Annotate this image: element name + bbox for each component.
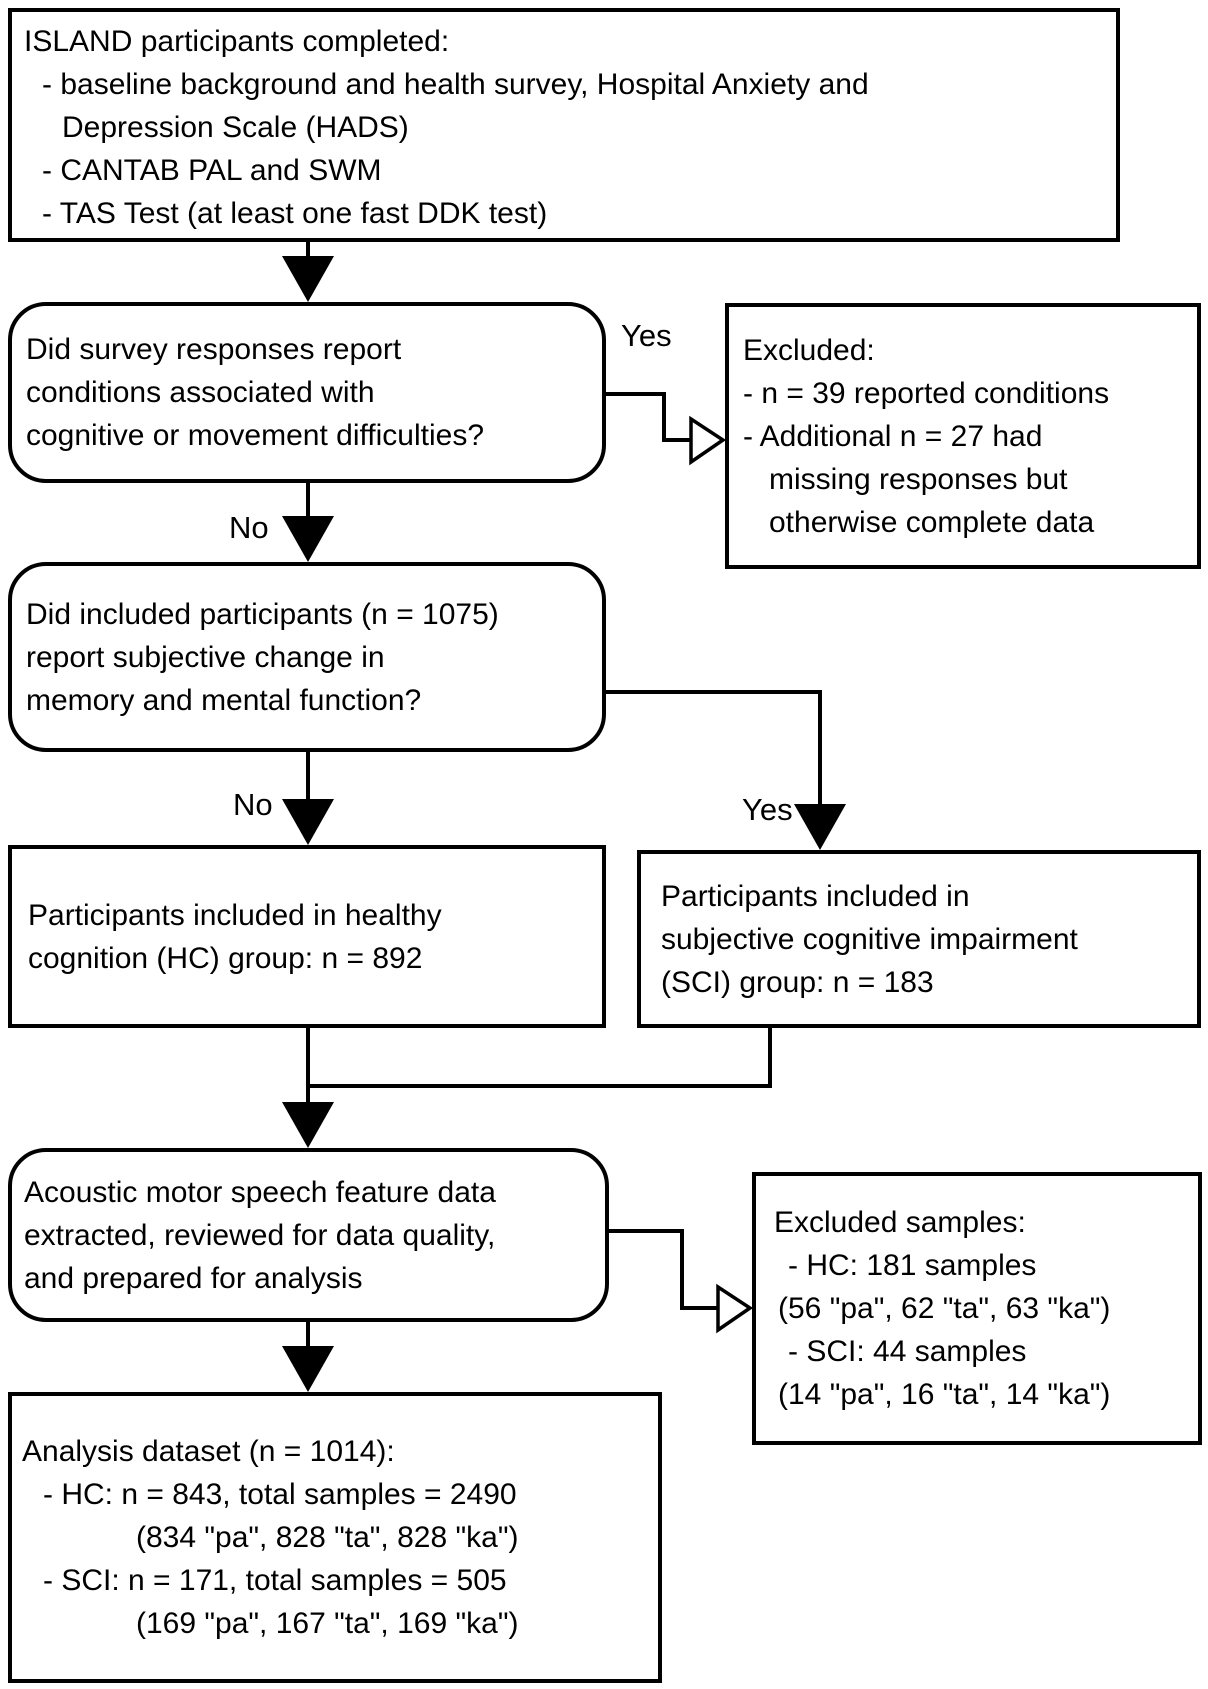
sci-line: Participants included in — [661, 879, 970, 913]
decision-line: conditions associated with — [26, 376, 375, 409]
sci-line: subjective cognitive impairment — [661, 922, 1078, 956]
hc-line: cognition (HC) group: n = 892 — [28, 941, 423, 975]
acoustic-line: Acoustic motor speech feature data — [24, 1175, 496, 1209]
excluded-samples-box: Excluded samples: - HC: 181 samples (56 … — [752, 1172, 1202, 1445]
arrow-merge-to-acoustic — [282, 1026, 772, 1148]
island-line: - baseline background and health survey,… — [42, 68, 869, 101]
edge-label-no-conditions: No — [229, 510, 269, 545]
decision-line: cognitive or movement difficulties? — [26, 419, 484, 452]
decision-line: Did included participants (n = 1075) — [26, 597, 499, 631]
survey-conditions-decision-box: Did survey responses report conditions a… — [8, 302, 606, 483]
sci-line: (SCI) group: n = 183 — [661, 965, 934, 999]
island-line: Depression Scale (HADS) — [62, 111, 409, 144]
edge-label-yes-subjective: Yes — [742, 792, 793, 827]
excluded-samples-line: (56 "pa", 62 "ta", 63 "ka") — [778, 1292, 1111, 1325]
excluded-line: - Additional n = 27 had — [743, 419, 1043, 453]
edge-label-no-subjective: No — [233, 787, 273, 822]
excluded-samples-line: Excluded samples: — [774, 1206, 1026, 1239]
excluded-line: otherwise complete data — [769, 505, 1095, 539]
acoustic-processing-box: Acoustic motor speech feature data extra… — [8, 1148, 609, 1322]
arrow-yes-to-excluded-conditions — [602, 392, 727, 466]
excluded-line: Excluded: — [743, 333, 875, 367]
arrow-acoustic-to-excluded-samples — [607, 1229, 754, 1334]
hc-group-box: Participants included in healthy cogniti… — [8, 845, 606, 1028]
analysis-line: - HC: n = 843, total samples = 2490 — [43, 1478, 517, 1511]
island-line: ISLAND participants completed: — [24, 25, 450, 58]
excluded-samples-line: - HC: 181 samples — [788, 1249, 1037, 1282]
analysis-line: Analysis dataset (n = 1014): — [22, 1435, 395, 1468]
decision-line: report subjective change in — [26, 640, 385, 674]
analysis-dataset-box: Analysis dataset (n = 1014): - HC: n = 8… — [8, 1392, 662, 1683]
decision-line: memory and mental function? — [26, 683, 422, 717]
arrow-acoustic-to-analysis — [282, 1320, 334, 1392]
hc-line: Participants included in healthy — [28, 898, 442, 932]
arrow-no-to-hc-group — [282, 752, 334, 845]
island-line: - CANTAB PAL and SWM — [42, 154, 382, 187]
arrow-island-to-decision-conditions — [282, 240, 334, 302]
edge-label-yes-conditions: Yes — [621, 318, 672, 353]
excluded-samples-line: (14 "pa", 16 "ta", 14 "ka") — [778, 1378, 1111, 1411]
arrow-no-to-decision-subjective — [282, 481, 334, 562]
island-line: - TAS Test (at least one fast DDK test) — [42, 197, 548, 230]
analysis-line: (834 "pa", 828 "ta", 828 "ka") — [136, 1521, 519, 1554]
acoustic-line: extracted, reviewed for data quality, — [24, 1218, 496, 1252]
excluded-samples-line: - SCI: 44 samples — [788, 1335, 1027, 1368]
arrow-yes-to-sci-group — [604, 690, 846, 850]
acoustic-line: and prepared for analysis — [24, 1261, 363, 1295]
sci-group-box: Participants included in subjective cogn… — [637, 850, 1201, 1028]
excluded-line: missing responses but — [769, 462, 1068, 496]
decision-line: Did survey responses report — [26, 333, 402, 366]
island-participants-box: ISLAND participants completed: - baselin… — [8, 8, 1120, 242]
excluded-conditions-box: Excluded: - n = 39 reported conditions -… — [725, 303, 1201, 569]
excluded-line: - n = 39 reported conditions — [743, 376, 1110, 410]
subjective-change-decision-box: Did included participants (n = 1075) rep… — [8, 562, 606, 752]
analysis-line: (169 "pa", 167 "ta", 169 "ka") — [136, 1607, 519, 1640]
analysis-line: - SCI: n = 171, total samples = 505 — [43, 1564, 507, 1597]
